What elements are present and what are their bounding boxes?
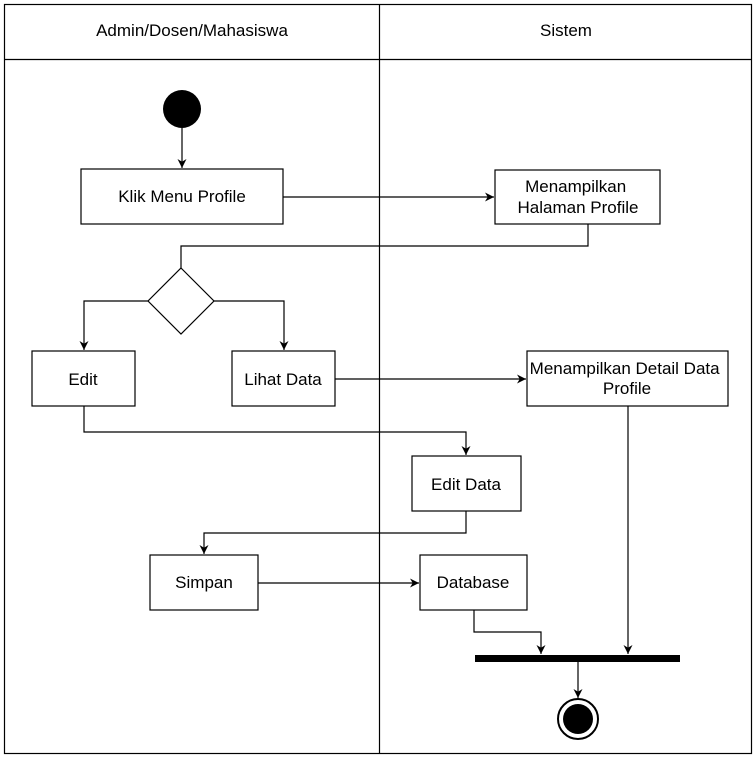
action-menampilkan-halaman-profile — [494, 169, 661, 225]
flow-halaman-to-decision — [180, 224, 589, 268]
action-klik-menu-profile — [80, 168, 284, 225]
join-bar — [475, 655, 680, 662]
label-lihat-data: Lihat Data — [244, 370, 322, 389]
flow-editdata-to-simpan — [199, 511, 467, 554]
label-edit: Edit — [68, 370, 98, 389]
label-edit-data: Edit Data — [431, 475, 501, 494]
flow-decision-to-edit — [79, 300, 148, 350]
label-database: Database — [437, 573, 510, 592]
label-klik-menu-profile: Klik Menu Profile — [118, 187, 246, 206]
action-edit-data — [411, 455, 522, 512]
final-node-inner — [563, 704, 593, 734]
action-lihat-data — [231, 350, 336, 407]
flow-edit-to-editdata — [83, 406, 471, 455]
decision-node — [147, 267, 215, 335]
lane-title-system: Sistem — [540, 21, 592, 40]
lane-title-actor: Admin/Dosen/Mahasiswa — [96, 21, 288, 40]
label-menampilkan-detail-data-profile: Menampilkan Detail Data Profile — [530, 359, 725, 398]
label-simpan: Simpan — [175, 573, 233, 592]
label-menampilkan-halaman-profile: Menampilkan Halaman Profile — [518, 177, 639, 217]
flow-database-to-join — [473, 610, 546, 654]
action-simpan — [149, 554, 259, 611]
initial-node — [163, 90, 201, 128]
flow-decision-to-lihat — [214, 300, 289, 350]
action-database — [419, 554, 528, 611]
